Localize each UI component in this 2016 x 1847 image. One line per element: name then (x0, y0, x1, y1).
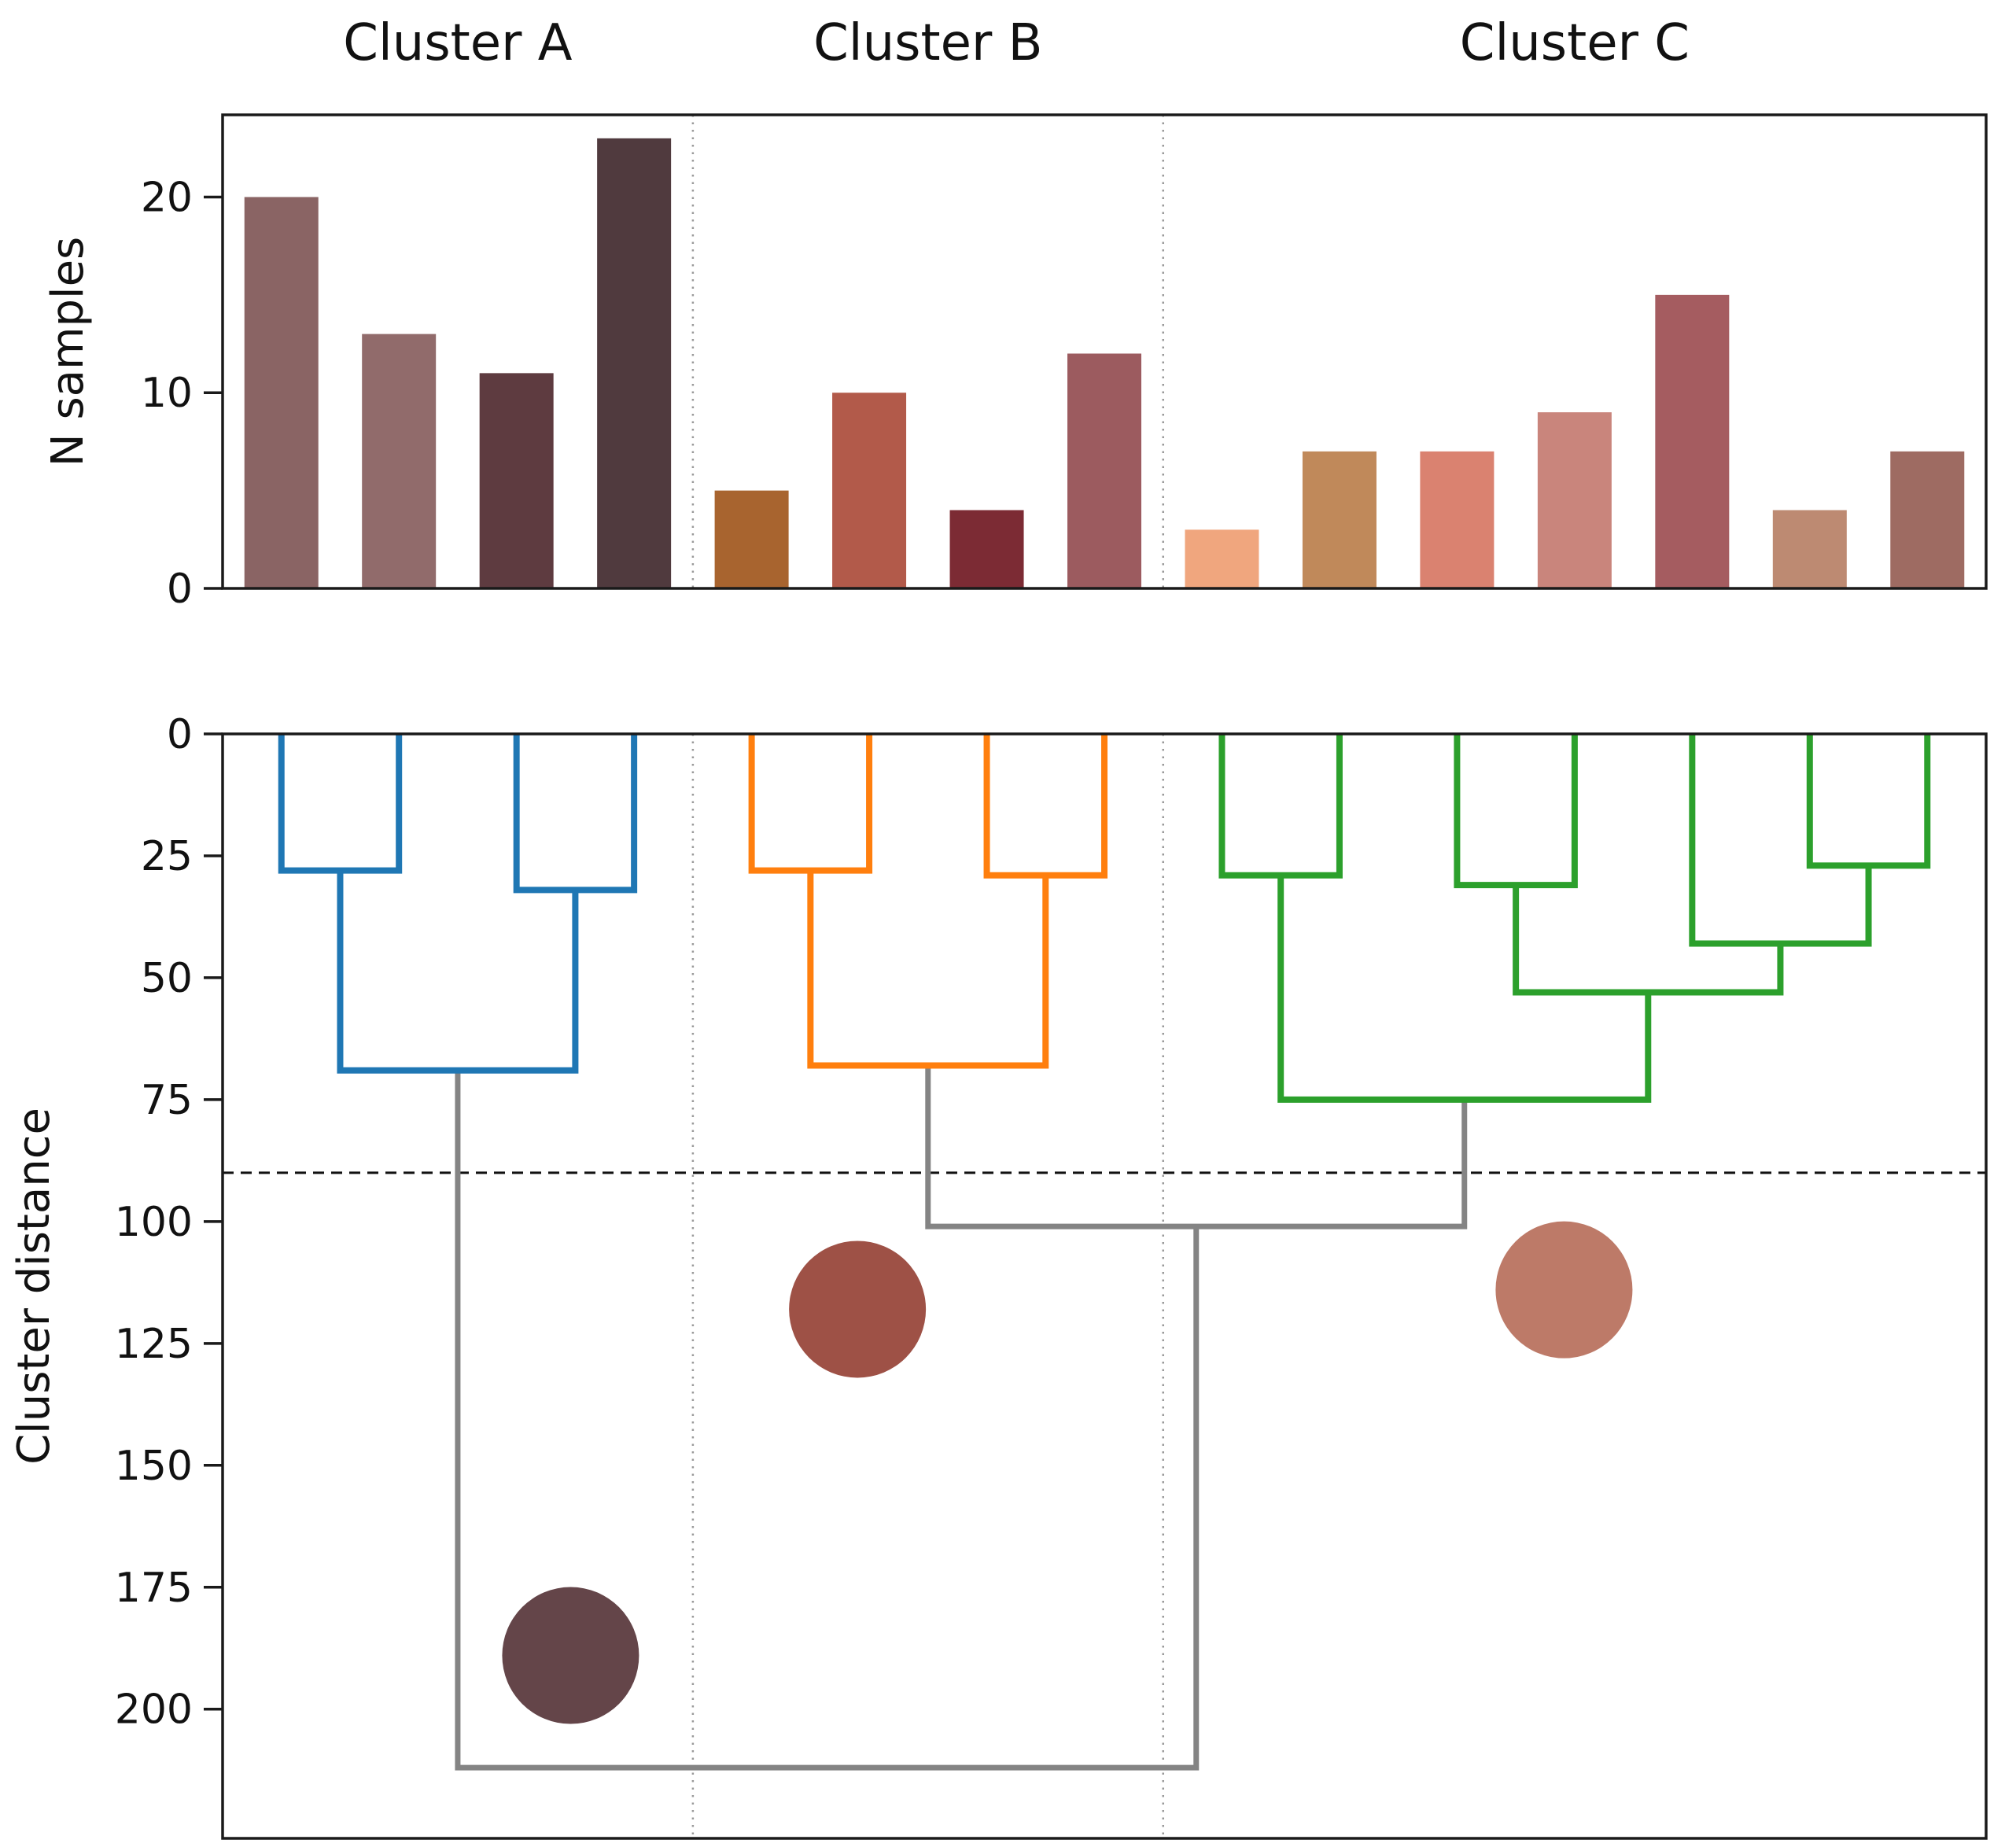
y-tick-label: 25 (141, 833, 193, 880)
bar (1537, 412, 1612, 588)
cluster-title: Cluster B (813, 14, 1042, 72)
y-tick-label: 200 (115, 1687, 193, 1734)
dendrogram-link (1689, 734, 1872, 947)
bar (1772, 510, 1847, 588)
bar (1890, 451, 1965, 588)
bar (949, 510, 1024, 588)
dendrogram-link (983, 734, 1108, 879)
axis-frame (221, 113, 1988, 590)
dendrogram-link (807, 870, 1049, 1069)
y-tick-label: 75 (141, 1077, 193, 1124)
bar (1302, 451, 1377, 588)
y-tick-label: 0 (167, 711, 193, 758)
y-tick-label: 125 (115, 1321, 193, 1368)
bar (714, 490, 789, 588)
dendrogram-link (278, 734, 403, 874)
y-tick-label: 150 (115, 1443, 193, 1490)
cluster-circle (502, 1587, 639, 1724)
dendrogram-link (455, 1070, 1200, 1771)
y-tick-label: 100 (115, 1199, 193, 1246)
bar (479, 373, 554, 588)
cluster-title: Cluster C (1460, 14, 1690, 72)
bar (832, 393, 907, 588)
dendrogram-link (748, 734, 873, 874)
cluster-circle (1495, 1221, 1633, 1359)
y-tick-label: 50 (141, 955, 193, 1002)
y-tick-label: 175 (115, 1565, 193, 1612)
bar (1185, 529, 1259, 588)
bar (1420, 451, 1494, 588)
bar (597, 138, 672, 588)
bar (362, 334, 437, 588)
y-axis-label: Cluster distance (9, 1108, 60, 1465)
dendrogram-link (1218, 734, 1343, 879)
y-tick-label: 20 (141, 174, 193, 221)
bar (244, 197, 319, 588)
dendrogram-link (1277, 875, 1652, 1103)
bar-axes: 0 10 20 N samples (42, 113, 1988, 613)
bar (1067, 353, 1141, 588)
y-axis-label: N samples (42, 237, 94, 466)
bar (1655, 294, 1730, 588)
y-tick-label: 10 (141, 370, 193, 417)
cluster-circle (789, 1241, 927, 1378)
y-tick-label: 0 (167, 566, 193, 613)
dendrogram-link (337, 870, 579, 1074)
dendrogram-link (1806, 734, 1931, 869)
dendrogram-axes: 0 25 50 75 100 125 150 175 200 Cluster distance (9, 711, 1988, 1840)
axis-frame (221, 732, 1988, 1840)
cluster-title: Cluster A (343, 14, 573, 72)
